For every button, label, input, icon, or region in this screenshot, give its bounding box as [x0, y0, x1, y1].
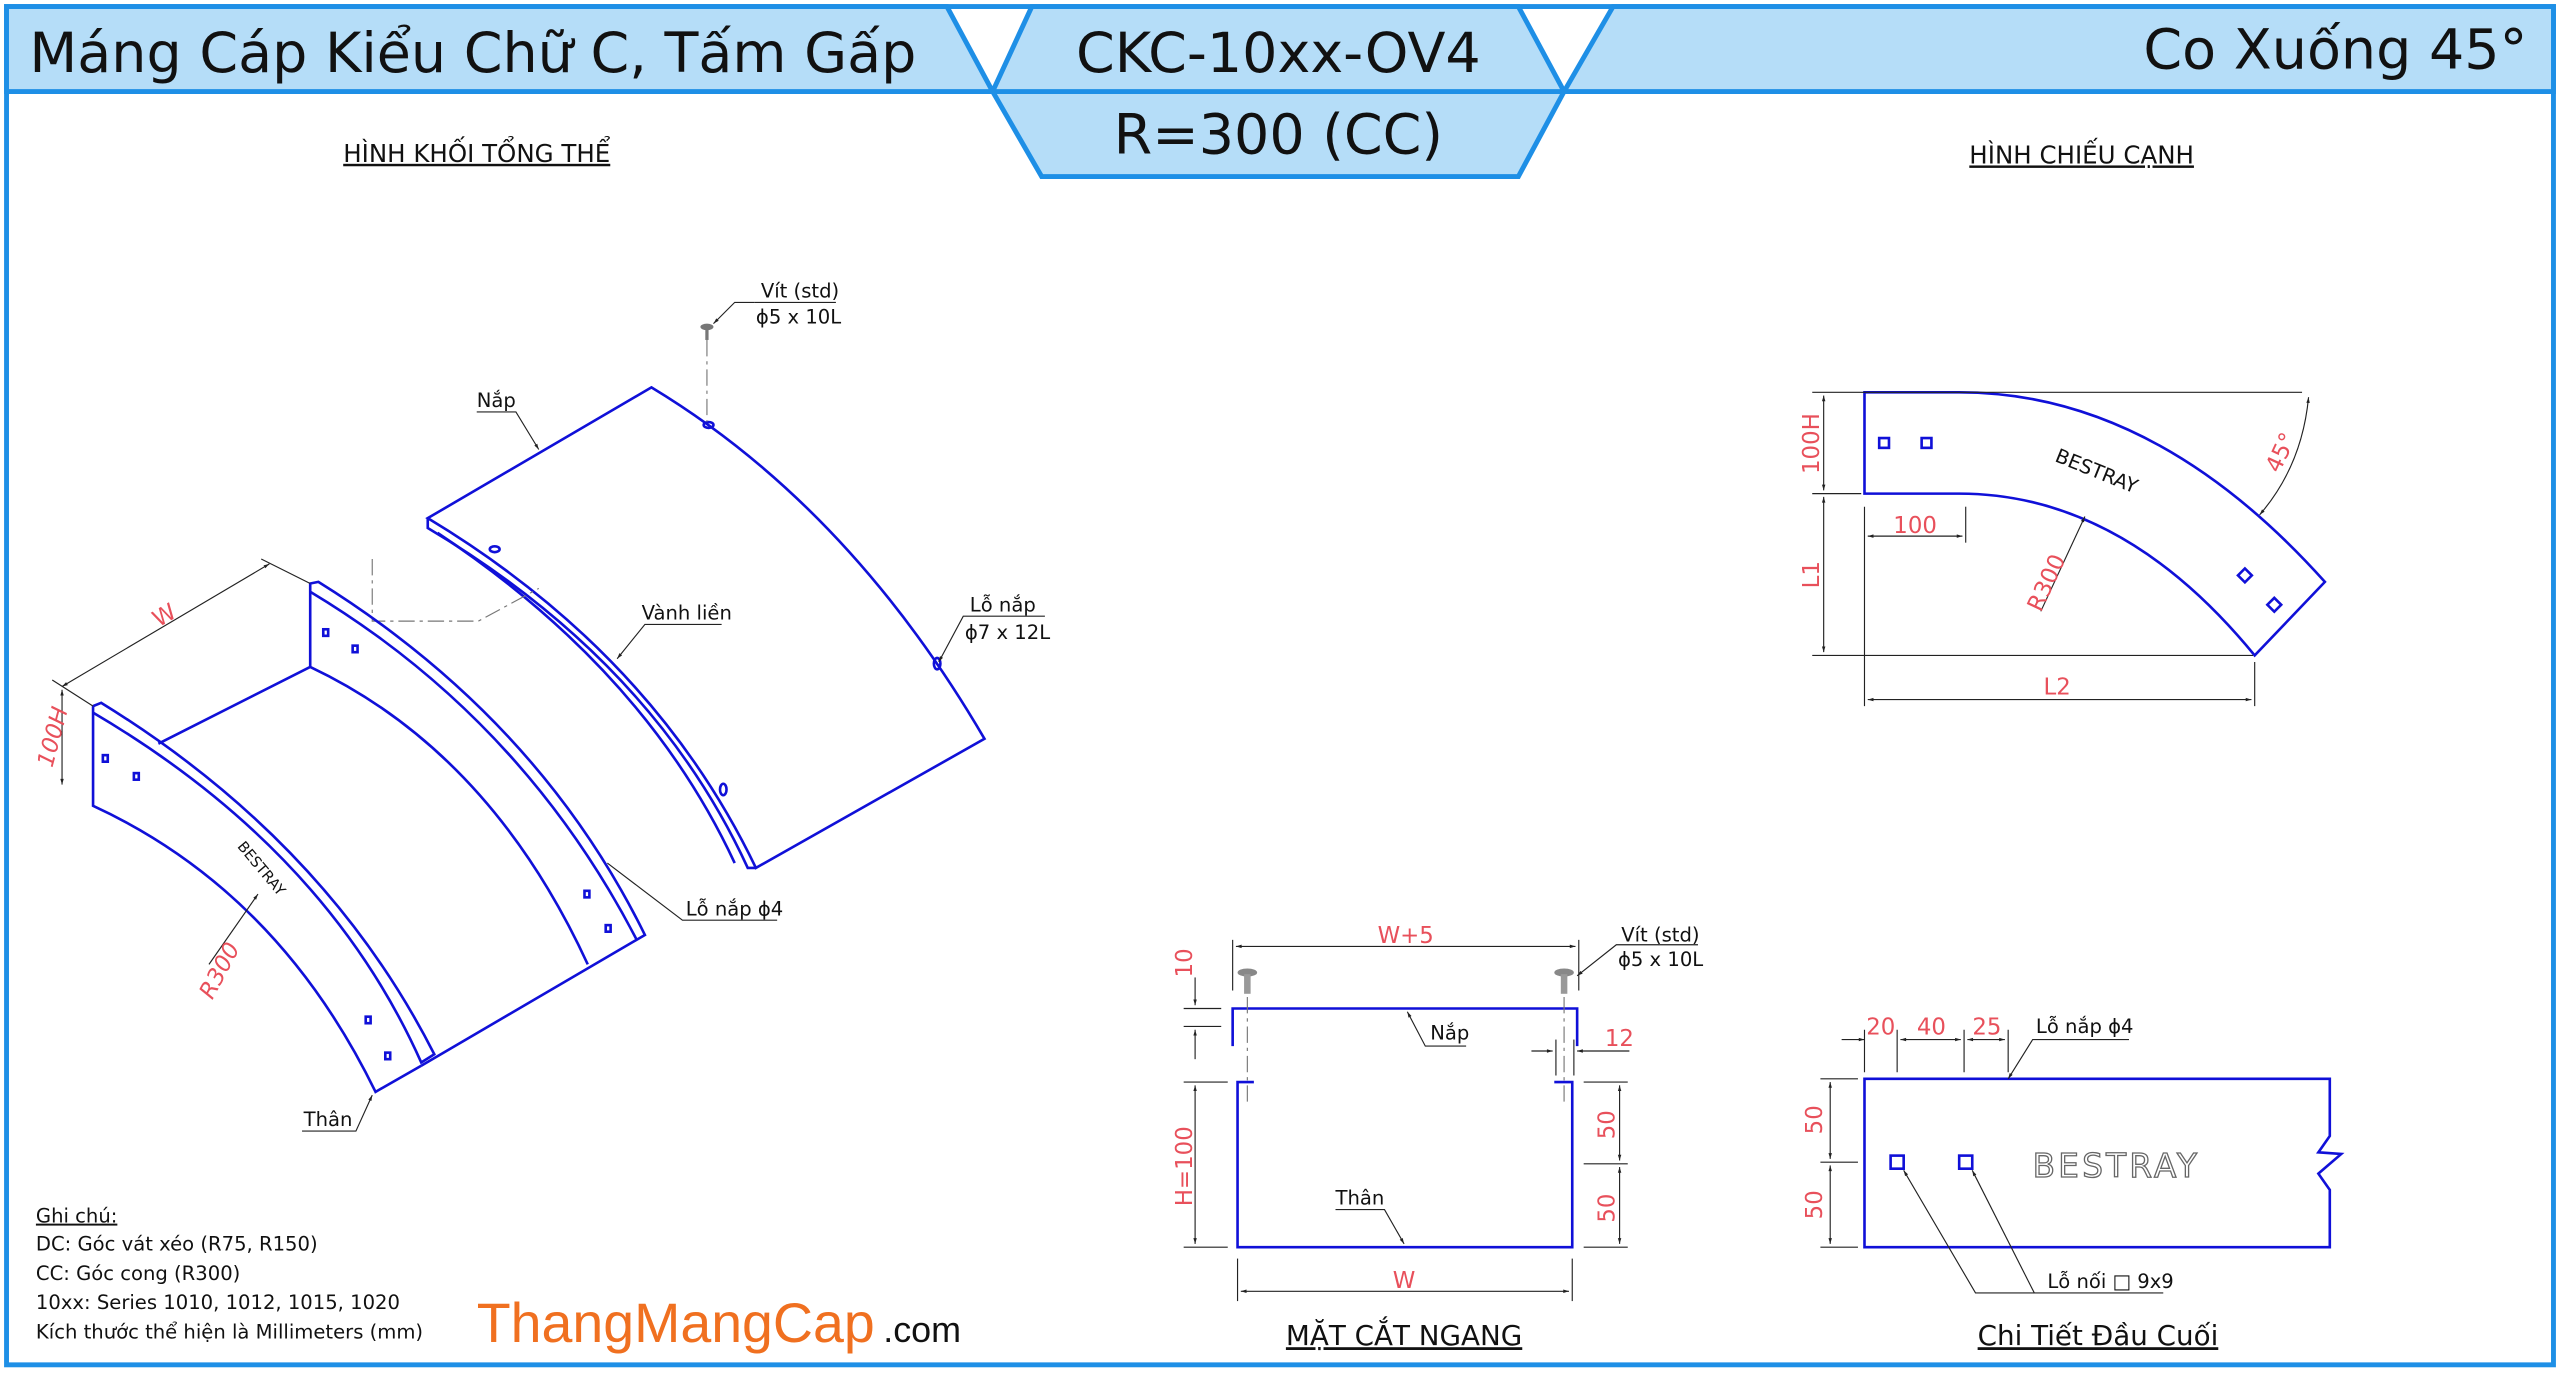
dim-height: 100H [33, 704, 74, 770]
brand-mark: BESTRAY [234, 838, 289, 899]
logo-main: ThangMangCap [477, 1292, 875, 1354]
dim-50-top: 50 [1595, 1110, 1621, 1139]
cross-screw-label-1: Vít (std) [1621, 923, 1699, 946]
note-line: CC: Góc cong (R300) [36, 1262, 240, 1285]
logo-suffix: .com [883, 1309, 961, 1350]
cover-hole-label-2: ϕ7 x 12L [965, 621, 1050, 644]
header-right-panel [1559, 4, 2556, 94]
side-dim-l1: L1 [1799, 561, 1825, 588]
dim-10: 10 [1172, 948, 1198, 977]
title-block: Máng Cáp Kiểu Chữ C, Tấm Gấp CKC-10xx-OV… [4, 4, 2556, 179]
end-brand-mark: BESTRAY [2033, 1147, 2201, 1185]
side-dim-angle: 45° [2261, 429, 2302, 477]
screw-label-2: ϕ5 x 10L [756, 306, 841, 329]
body-part: BESTRAY [91, 580, 647, 1094]
end-cover-hole-label: Lỗ nắp ϕ4 [2036, 1015, 2134, 1038]
side-dim-l2: L2 [2044, 675, 2071, 701]
cover-label: Nắp [477, 389, 516, 412]
end-dim-50-bottom: 50 [1802, 1190, 1828, 1219]
end-dim-50-top: 50 [1802, 1105, 1828, 1134]
screw-label-1: Vít (std) [761, 279, 839, 302]
note-line: DC: Góc vát xéo (R75, R150) [36, 1232, 318, 1255]
side-view: HÌNH CHIẾU CẠNH BESTRAY 100H L1 100 L2 R… [1799, 137, 2327, 707]
dim-height: H=100 [1172, 1126, 1198, 1206]
end-dim-40: 40 [1917, 1015, 1946, 1041]
side-view-title: HÌNH CHIẾU CẠNH [1969, 137, 2194, 169]
side-dim-height: 100H [1799, 413, 1825, 474]
notes-heading: Ghi chú: [36, 1205, 117, 1228]
body-section [1236, 1080, 1574, 1249]
screw-icon [700, 323, 714, 422]
body-label: Thân [303, 1108, 353, 1131]
cross-body-label: Thân [1335, 1187, 1385, 1210]
header-title-left: Máng Cáp Kiểu Chữ C, Tấm Gấp [29, 21, 916, 86]
rim-label: Vành liền [642, 601, 732, 624]
cover-hole-small-label: Lỗ nắp ϕ4 [686, 897, 784, 920]
dim-width: W [148, 599, 181, 633]
side-dim-100: 100 [1893, 513, 1937, 539]
header-title-right: Co Xuống 45° [2143, 18, 2527, 83]
dim-50-bottom: 50 [1595, 1194, 1621, 1223]
dim-radius: R300 [195, 938, 246, 1003]
notes: Ghi chú: DC: Góc vát xéo (R75, R150) CC:… [36, 1205, 423, 1344]
isometric-view: HÌNH KHỐI TỔNG THỂ [33, 135, 1050, 1132]
site-logo: ThangMangCap .com [477, 1292, 961, 1354]
screw-icon [1237, 968, 1574, 994]
side-brand-mark: BESTRAY [2052, 444, 2141, 498]
header-radius-type: R=300 (CC) [1114, 103, 1443, 168]
cross-section-title: MẶT CẮT NGANG [1286, 1315, 1522, 1352]
note-line: 10xx: Series 1010, 1012, 1015, 1020 [36, 1291, 400, 1314]
end-detail-view: BESTRAY 50 50 20 40 25 Lỗ nắp ϕ4 Lỗ nối … [1802, 1015, 2345, 1352]
note-line: Kích thước thể hiện là Millimeters (mm) [36, 1321, 423, 1344]
end-dim-25: 25 [1972, 1015, 2001, 1041]
cross-screw-label-2: ϕ5 x 10L [1618, 948, 1703, 971]
end-detail-title: Chi Tiết Đầu Cuối [1978, 1319, 2219, 1352]
dim-width: W [1393, 1268, 1416, 1294]
dim-12: 12 [1605, 1026, 1634, 1052]
dim-top-width: W+5 [1378, 923, 1434, 949]
end-dim-20: 20 [1866, 1015, 1895, 1041]
isometric-title: HÌNH KHỐI TỔNG THỂ [343, 135, 611, 168]
header-model-code: CKC-10xx-OV4 [1076, 21, 1481, 86]
cross-cover-label: Nắp [1430, 1022, 1469, 1045]
cross-section-view: W+5 W 10 H=100 50 50 12 Nắp Thân Vít (st… [1172, 923, 1703, 1352]
cover-hole-label-1: Lỗ nắp [970, 593, 1036, 616]
cover-part [425, 385, 987, 870]
cover-section [1231, 1007, 1579, 1047]
side-dim-radius: R300 [2023, 551, 2072, 616]
end-joint-hole-label: Lỗ nối □ 9x9 [2047, 1270, 2173, 1293]
